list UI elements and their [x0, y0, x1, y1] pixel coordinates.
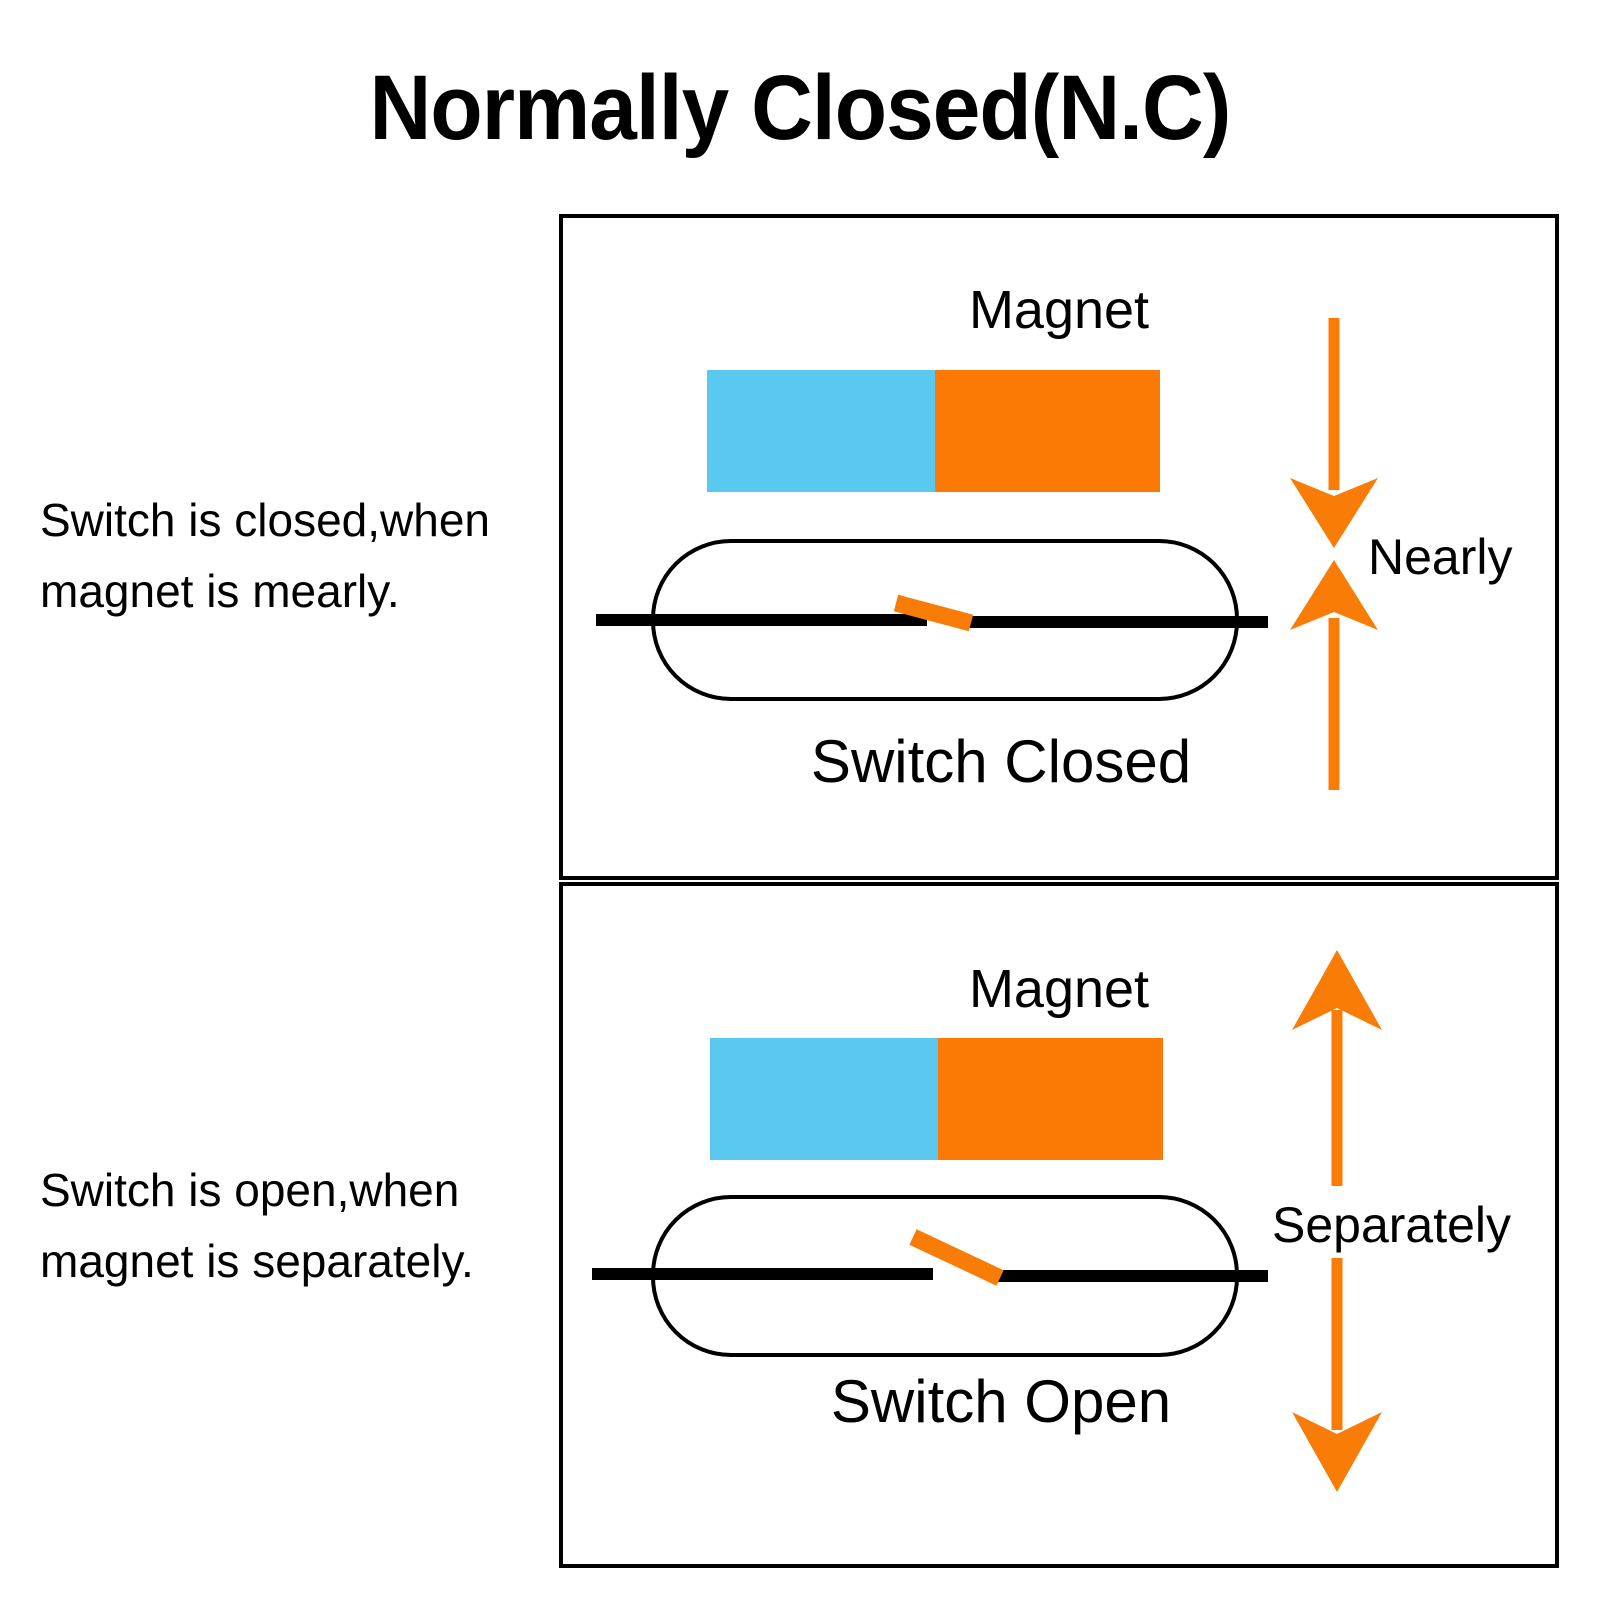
- arrow-up-closed: [1290, 560, 1378, 790]
- magnet-north-pole-open: [710, 1038, 938, 1160]
- arrow-label-separately: Separately: [1272, 1197, 1512, 1253]
- caption-closed: Switch Closed: [810, 728, 1192, 795]
- magnet-label-open: Magnet: [968, 959, 1150, 1019]
- magnet-north-pole-closed: [707, 370, 935, 492]
- arrow-down-closed: [1290, 318, 1378, 548]
- panel-open: [559, 882, 1559, 1568]
- contact-blade-open: [909, 1229, 1004, 1286]
- arrow-down-open: [1292, 1258, 1382, 1492]
- caption-open: Switch Open: [830, 1368, 1172, 1435]
- page-title: Normally Closed(N.C): [369, 57, 1232, 159]
- description-closed: Switch is closed,when magnet is mearly.: [40, 494, 490, 618]
- magnet-label-closed: Magnet: [968, 280, 1150, 340]
- description-open: Switch is open,when magnet is separately…: [40, 1164, 474, 1288]
- panel-closed: [559, 214, 1559, 880]
- contact-blade-closed: [893, 594, 974, 632]
- magnet-south-pole-open: [938, 1038, 1163, 1160]
- arrow-label-nearly: Nearly: [1368, 529, 1513, 585]
- magnet-south-pole-closed: [935, 370, 1160, 492]
- arrow-up-open: [1292, 950, 1382, 1186]
